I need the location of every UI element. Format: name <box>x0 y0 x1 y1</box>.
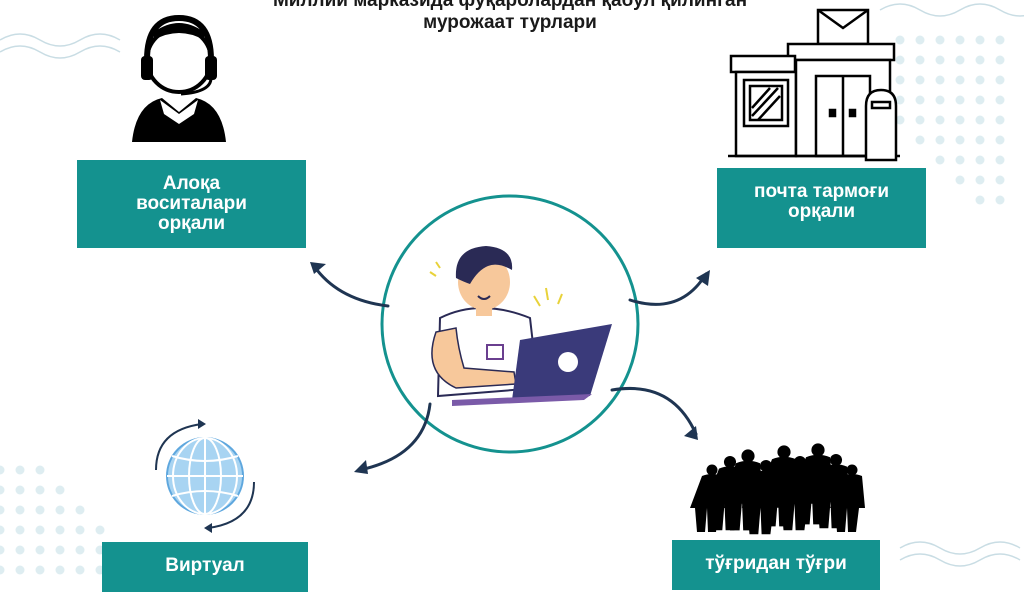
postal-network-box: почта тармоғи орқали <box>717 168 926 248</box>
direct-label: тўғридан тўғри <box>705 553 847 574</box>
person-with-laptop-icon <box>429 246 612 406</box>
contact-channels-label: Алоқа воситалари орқали <box>136 173 247 234</box>
title-line-2: мурожаат турлари <box>423 12 597 33</box>
call-center-operator-icon <box>132 14 226 142</box>
wave-line-top-left <box>0 33 121 47</box>
virtual-label: Виртуал <box>165 555 245 576</box>
arrow-to-virtual <box>358 402 432 472</box>
globe-icon <box>155 419 255 533</box>
arrow-to-post <box>628 272 708 306</box>
wave-line-bottom-right <box>899 541 1021 555</box>
virtual-box: Виртуал <box>102 542 308 592</box>
post-office-icon <box>728 8 900 162</box>
direct-box: тўғридан тўғри <box>672 540 880 590</box>
title-line-1: Миллий марказида фуқаролардан қабул қили… <box>272 0 748 11</box>
dot-pattern-top-right <box>895 35 1005 205</box>
wave-line-bottom-right-2 <box>899 553 1021 567</box>
diagram-title: Миллий марказида фуқаролардан қабул қили… <box>160 0 860 34</box>
arrowhead-contact <box>310 262 326 274</box>
arrowhead-direct <box>684 426 698 440</box>
arrowhead-virtual <box>354 460 368 474</box>
arrow-to-contact <box>312 264 390 308</box>
crowd-silhouette-icon <box>690 443 865 535</box>
dot-pattern-bottom-left <box>0 465 145 575</box>
arrowhead-post <box>696 270 710 286</box>
arrow-to-direct <box>610 386 698 436</box>
wave-line-top-left-2 <box>0 45 121 59</box>
postal-network-label: почта тармоғи орқали <box>753 181 890 222</box>
contact-channels-box: Алоқа воситалари орқали <box>77 160 306 248</box>
background-decoration <box>0 3 1024 575</box>
wave-line-top-right <box>879 3 1024 17</box>
diagram-graphics <box>132 8 900 535</box>
center-circle <box>380 194 640 454</box>
